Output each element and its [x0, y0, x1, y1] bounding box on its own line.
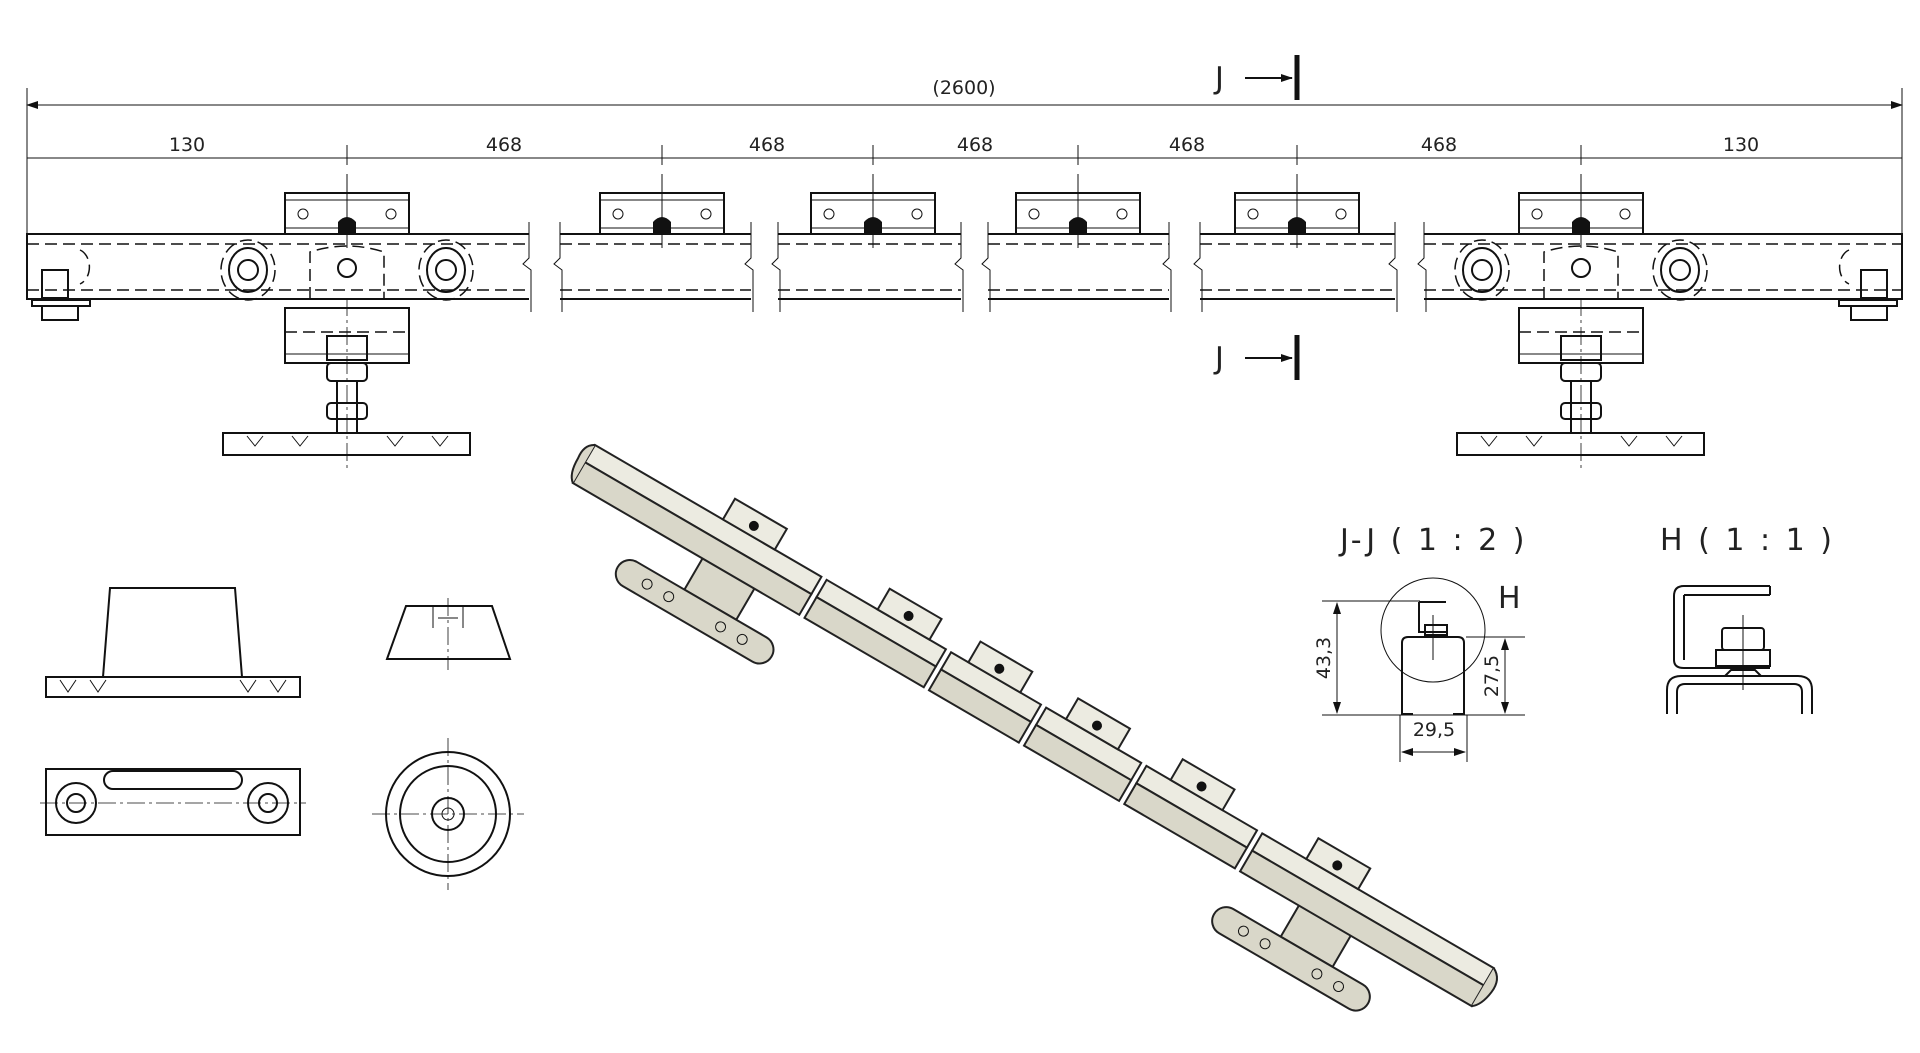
mounting-bracket: [1234, 173, 1360, 249]
trolley-left: [220, 239, 474, 469]
ceiling-foot-left: [614, 554, 775, 665]
ceiling-foot-right: [1211, 901, 1371, 1012]
dimension-label: 468: [749, 134, 785, 156]
width-profile-dimension: 29,5: [1413, 719, 1455, 741]
svg-text:J: J: [1213, 341, 1227, 376]
mounting-bracket: [1518, 173, 1644, 249]
spacing-dimensions: 130 468 468 468 468 468 130: [27, 134, 1902, 165]
dimension-label: 468: [957, 134, 993, 156]
height-total-dimension: 43,3: [1313, 637, 1335, 679]
stopper-top-view: [40, 768, 306, 836]
rail-segments: [570, 443, 1498, 1008]
section-view-title: J-J ( 1 : 2 ): [1338, 523, 1528, 558]
section-marker-bottom: J: [1213, 335, 1300, 380]
end-stop-left: [31, 249, 91, 321]
dimension-label: 130: [1723, 134, 1759, 156]
trolley-right: [1454, 239, 1708, 469]
section-view-jj: J-J ( 1 : 2 ) H 43,3 27,5 29,5: [1313, 523, 1528, 762]
dimension-label: 468: [1169, 134, 1205, 156]
bumper-top-view: [372, 738, 524, 890]
svg-text:J: J: [1213, 61, 1227, 96]
bumper-side-view: [385, 598, 512, 670]
overall-dimension: (2600): [26, 77, 1903, 300]
end-stop-right: [1838, 249, 1898, 321]
section-marker-top: J: [1213, 55, 1300, 100]
detail-view-h: H ( 1 : 1 ): [1660, 523, 1835, 714]
stopper-side-view: [45, 587, 301, 698]
dimension-label: 468: [486, 134, 522, 156]
break-lines: [522, 222, 1427, 312]
mounting-bracket: [599, 173, 725, 249]
brackets-3d: [721, 497, 1372, 891]
detail-callout: H: [1498, 581, 1524, 616]
rail-front-view: [26, 173, 1903, 469]
dimension-label: 130: [169, 134, 205, 156]
mounting-bracket: [810, 173, 936, 249]
mounting-bracket: [284, 173, 410, 249]
mounting-bracket: [1015, 173, 1141, 249]
detail-view-title: H ( 1 : 1 ): [1660, 523, 1835, 558]
rail-3d-view: [570, 443, 1498, 1012]
overall-dimension-label: (2600): [932, 77, 995, 99]
height-profile-dimension: 27,5: [1481, 655, 1503, 697]
dimension-label: 468: [1421, 134, 1457, 156]
